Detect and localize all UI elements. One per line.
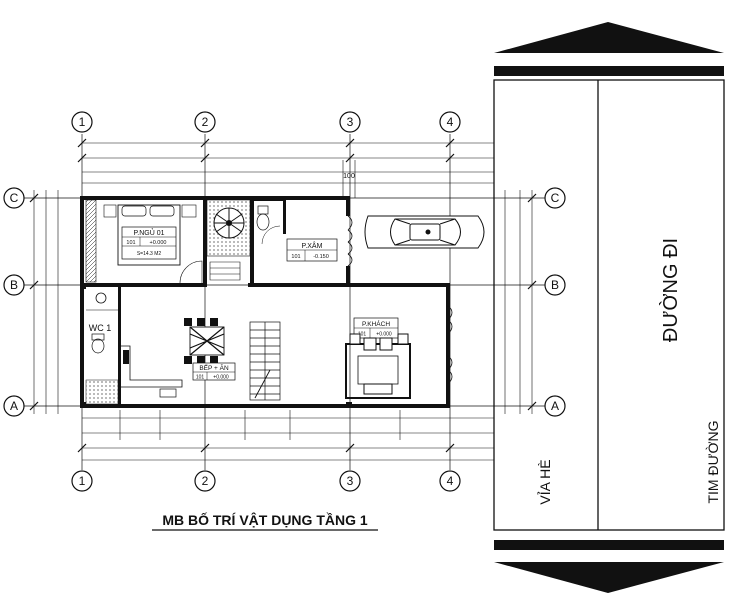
light-well (206, 199, 251, 281)
bedroom-name: P.NGỦ 01 (134, 228, 165, 237)
living-name: P.KHÁCH (362, 319, 390, 328)
garage-name: P.XÂM (302, 241, 323, 250)
stove-icon (123, 350, 129, 364)
bedroom-area: S=14.3 M2 (137, 251, 162, 257)
wc-toilet-tank (91, 333, 105, 341)
kitchen-name: BẾP + ĂN (199, 362, 229, 372)
wc-room: WC 1 (85, 292, 119, 405)
road-label: ĐƯỜNG ĐI (659, 238, 682, 342)
walls (80, 196, 450, 408)
grid-label-c-right: C (551, 191, 560, 205)
kitchen-dining: BẾP + ĂN 101 +0.000 (121, 318, 236, 398)
street-arrow-top (494, 22, 724, 53)
grid-label-b-left: B (10, 278, 18, 292)
grid-label-2-top: 2 (202, 115, 209, 129)
street-area: ĐƯỜNG ĐI VỈA HÈ TIM ĐƯỜNG (493, 22, 725, 593)
centerline-label: TIM ĐƯỜNG (705, 420, 721, 503)
grid-label-3-bottom: 3 (347, 474, 354, 488)
car-icon (364, 215, 485, 249)
kitchen-counter (121, 345, 183, 388)
grid-system (24, 134, 545, 470)
wc-sink-icon (95, 292, 107, 304)
bedroom-door (179, 260, 203, 284)
living-code: 101 (358, 332, 367, 338)
bedroom-label-box (121, 226, 177, 260)
garage-folding-door (347, 215, 353, 267)
kitchen-sink-icon (159, 388, 177, 398)
grid-label-1-bottom: 1 (79, 474, 86, 488)
kitchen-code: 101 (196, 375, 205, 381)
grid-label-a-left: A (10, 399, 18, 413)
bedroom-wardrobe (85, 199, 97, 283)
living-level: +0.000 (376, 332, 392, 338)
drawing-title: MB BỐ TRÍ VẬT DỤNG TẦNG 1 (162, 511, 368, 528)
bed-pillow (149, 205, 175, 217)
grid-label-4-top: 4 (447, 115, 454, 129)
bedside-table (181, 204, 197, 218)
garage-code: 101 (291, 254, 300, 260)
sofa-set (345, 333, 411, 399)
grid-label-1-top: 1 (79, 115, 86, 129)
grid-label-c-left: C (10, 191, 19, 205)
grid-bubbles (3, 111, 566, 492)
grid-label-a-right: A (551, 399, 559, 413)
staircase (249, 321, 281, 401)
grid-label-2-bottom: 2 (202, 474, 209, 488)
street-arrow-bottom (494, 562, 724, 593)
living-folding-door (447, 305, 453, 385)
kitchen-level: +0.000 (213, 375, 229, 381)
dining-table (184, 318, 225, 364)
bed-pillow (121, 205, 147, 217)
wc-toilet-icon (91, 338, 105, 354)
bedside-table (103, 204, 117, 218)
street-bar-top (494, 66, 724, 76)
grid-label-3-top: 3 (347, 115, 354, 129)
bedroom: P.NGỦ 01 101 +0.000 S=14.3 M2 (85, 199, 203, 284)
grid-bubble-labels: 1 2 3 4 1 2 3 4 C B A C B A (10, 115, 560, 488)
sidewalk-label: VỈA HÈ (537, 459, 553, 504)
toilet-bowl-icon (256, 213, 270, 231)
street-outline (493, 79, 725, 531)
top-dimension-label: 100 (343, 173, 355, 180)
wc-name: WC 1 (89, 323, 112, 333)
street-bar-bottom (494, 540, 724, 550)
living-room: P.KHÁCH 101 +0.000 (345, 305, 453, 399)
bedroom-level: +0.000 (150, 240, 167, 246)
toilet-door (261, 225, 281, 245)
grid-label-4-bottom: 4 (447, 474, 454, 488)
grid-label-b-right: B (551, 278, 559, 292)
toilet-tank (257, 205, 269, 215)
kitchen-label-box (192, 362, 236, 381)
upper-toilet (256, 205, 281, 245)
wc-shower-floor (85, 379, 119, 405)
bedroom-bed (117, 204, 181, 266)
bedroom-code: 101 (126, 240, 135, 246)
garage: P.XÂM 101 -0.150 (286, 215, 485, 267)
garage-level: -0.150 (313, 254, 329, 260)
